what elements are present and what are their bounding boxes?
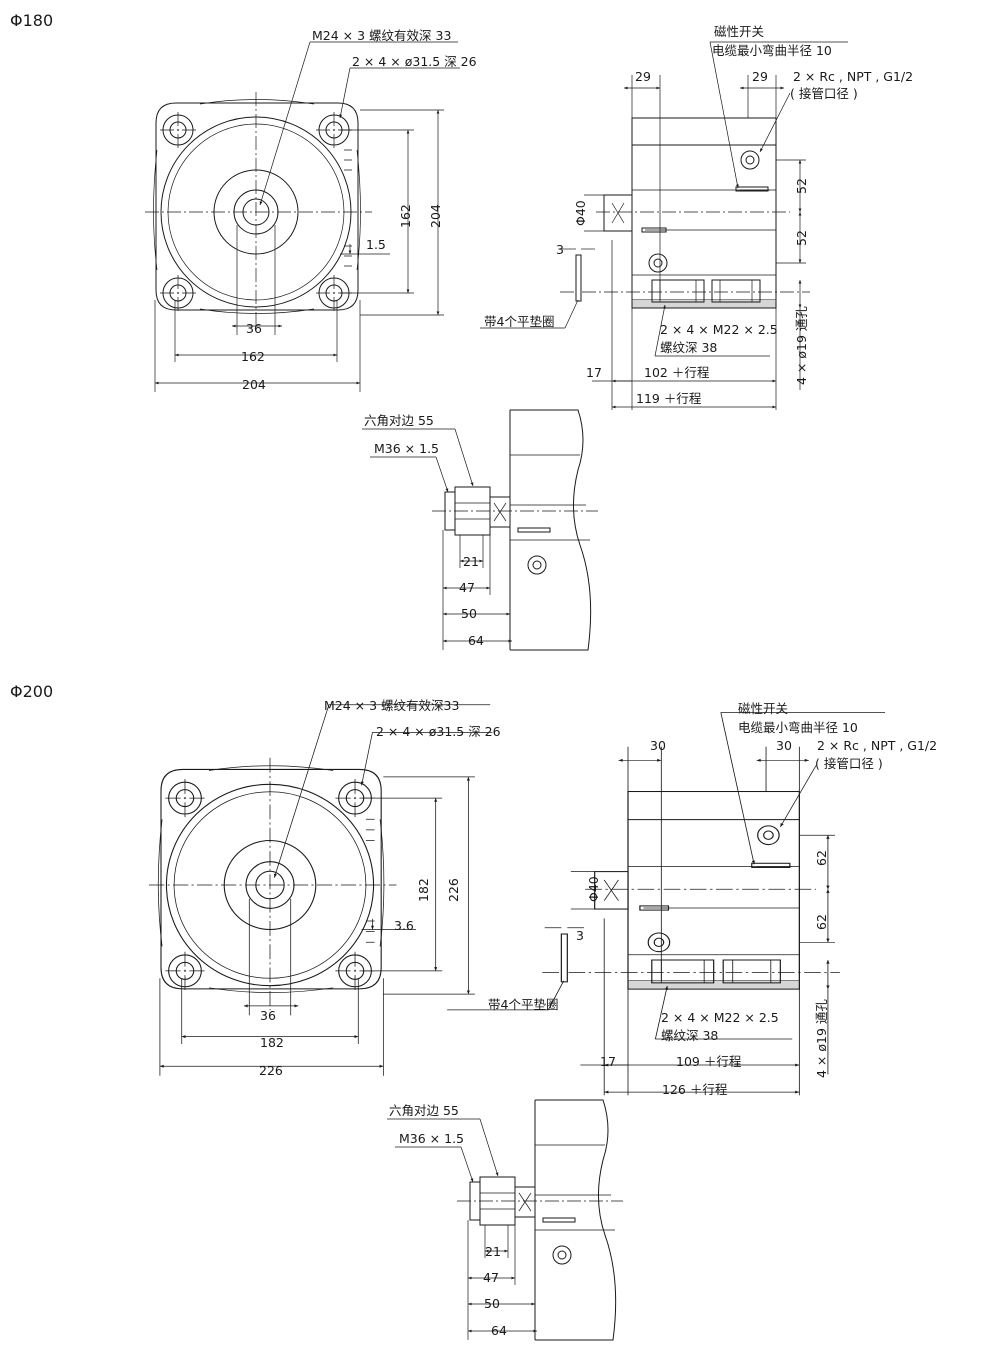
dim-47: 47 xyxy=(459,580,475,595)
dim-right-29: 29 xyxy=(752,69,768,84)
dim-offset: 1.5 xyxy=(366,237,386,252)
rod-thread-label: M36 × 1.5 xyxy=(399,1131,464,1146)
mount-holes-label: 2 × 4 × ø31.5 深 26 xyxy=(352,54,477,69)
dim-bolt-vertical: 182 xyxy=(416,878,431,902)
dim-bolt-horizontal: 162 xyxy=(241,349,265,364)
rod-end-detail xyxy=(362,409,598,651)
washer-thickness: 3 xyxy=(576,928,584,943)
dim-width-vertical: 204 xyxy=(428,204,443,228)
section-title: Φ180 xyxy=(10,11,53,30)
section-phi200: Φ200 M24 × 3 螺纹有效深33 2 × 4 × ø31.5 深 26 … xyxy=(10,682,937,1340)
washer-label: 带4个平垫圈 xyxy=(488,997,558,1012)
through-hole-label: 4 × ø19 通孔 xyxy=(814,999,829,1078)
dim-total-length: 126 ＋行程 xyxy=(662,1082,728,1097)
mount-holes-label: 2 × 4 × ø31.5 深 26 xyxy=(376,724,501,739)
dim-body-length: 109 ＋行程 xyxy=(676,1054,742,1069)
thread-depth-label: 螺纹深 38 xyxy=(661,1028,718,1043)
section-phi180: Φ180 xyxy=(10,11,913,651)
thread-depth-label: 螺纹深 38 xyxy=(660,340,717,355)
dim-64: 64 xyxy=(468,633,484,648)
dim-36: 36 xyxy=(260,1008,276,1023)
thread-label: 2 × 4 × M22 × 2.5 xyxy=(661,1010,779,1025)
rod-diameter: Φ40 xyxy=(586,876,601,902)
rod-thread-label: M36 × 1.5 xyxy=(374,441,439,456)
dim-width-horizontal: 226 xyxy=(259,1063,283,1078)
dim-right-30: 30 xyxy=(776,738,792,753)
dim-52-lower: 52 xyxy=(794,230,809,246)
dim-left-30: 30 xyxy=(650,738,666,753)
port-sub-label: ( 接管口径 ) xyxy=(790,86,858,101)
washer-thickness: 3 xyxy=(556,242,564,257)
through-hole-label: 4 × ø19 通孔 xyxy=(794,306,809,385)
dim-offset: 3.6 xyxy=(394,918,414,933)
section-title: Φ200 xyxy=(10,682,53,701)
hex-label: 六角对边 55 xyxy=(364,413,434,428)
front-view xyxy=(149,705,492,1076)
dim-width-horizontal: 204 xyxy=(242,377,266,392)
rod-diameter: Φ40 xyxy=(573,200,588,226)
dim-21: 21 xyxy=(463,554,479,569)
dim-50: 50 xyxy=(484,1296,500,1311)
dim-36: 36 xyxy=(246,321,262,336)
side-view xyxy=(480,41,848,410)
dim-width-vertical: 226 xyxy=(446,878,461,902)
dim-17: 17 xyxy=(600,1054,616,1069)
hex-label: 六角对边 55 xyxy=(389,1103,459,1118)
dim-bolt-vertical: 162 xyxy=(398,204,413,228)
port-thread-label: M24 × 3 螺纹有效深33 xyxy=(324,698,459,713)
cable-bend-label: 电缆最小弯曲半径 10 xyxy=(712,43,832,58)
dim-64: 64 xyxy=(491,1323,507,1338)
dim-50: 50 xyxy=(461,606,477,621)
dim-left-29: 29 xyxy=(635,69,651,84)
thread-label: 2 × 4 × M22 × 2.5 xyxy=(660,322,778,337)
port-thread-label: M24 × 3 螺纹有效深 33 xyxy=(312,28,451,43)
port-sub-label: ( 接管口径 ) xyxy=(815,756,883,771)
cable-bend-label: 电缆最小弯曲半径 10 xyxy=(738,720,858,735)
magnetic-switch-label: 磁性开关 xyxy=(714,24,764,39)
port-label: 2 × Rc , NPT , G1/2 xyxy=(817,738,937,753)
magnetic-switch-label: 磁性开关 xyxy=(738,701,788,716)
dim-52-upper: 52 xyxy=(794,178,809,194)
dim-21: 21 xyxy=(485,1244,501,1259)
washer-label: 带4个平垫圈 xyxy=(484,314,554,329)
dim-62-lower: 62 xyxy=(814,914,829,930)
dim-bolt-horizontal: 182 xyxy=(260,1035,284,1050)
dim-62-upper: 62 xyxy=(814,850,829,866)
front-view xyxy=(145,41,460,392)
dim-body-length: 102 ＋行程 xyxy=(644,365,710,380)
dim-47: 47 xyxy=(483,1270,499,1285)
dim-total-length: 119 ＋行程 xyxy=(636,391,702,406)
dim-17: 17 xyxy=(586,365,602,380)
port-label: 2 × Rc , NPT , G1/2 xyxy=(793,69,913,84)
